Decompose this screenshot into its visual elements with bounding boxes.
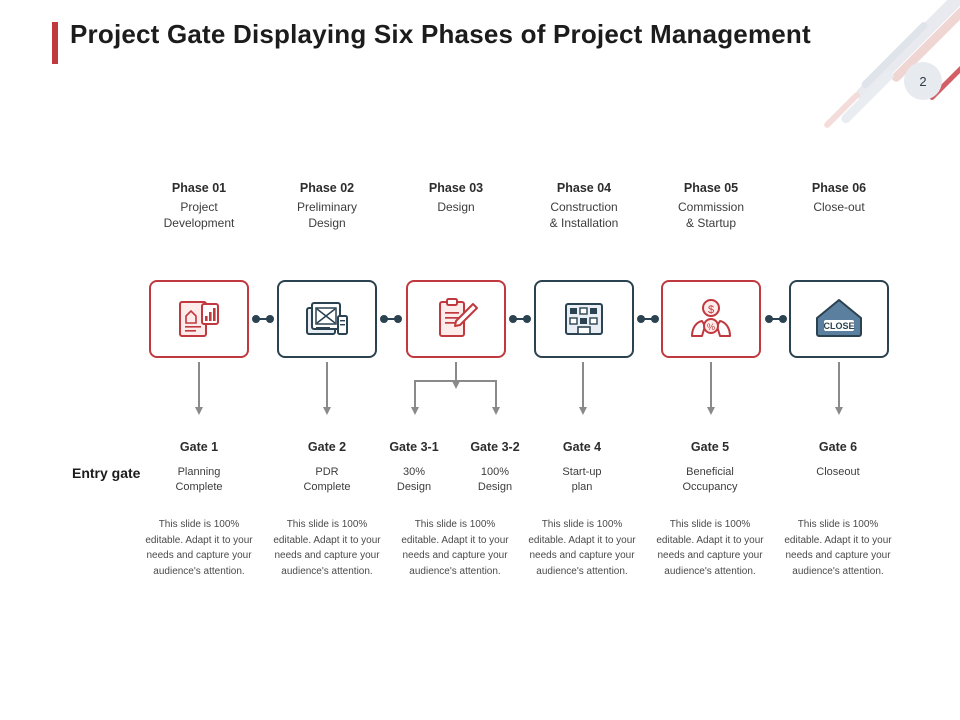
gate-title-2: Gate 2 [307, 440, 347, 454]
gate-body-1: This slide is 100% editable. Adapt it to… [145, 519, 253, 577]
gate-title-4: Gate 4 [562, 440, 602, 454]
title-accent-bar [52, 22, 58, 64]
phase-icon-box-5[interactable]: $ % [661, 280, 761, 358]
phase-icon-box-6[interactable]: CLOSE [789, 280, 889, 358]
gate-subtitle-2: PDR Complete [303, 466, 351, 493]
arrow-phase6-gate6 [835, 362, 843, 415]
arrow-phase3-branch [414, 380, 497, 382]
project-gate-diagram: Phase 01 Project Development Phase 02 Pr… [0, 180, 960, 610]
gate-body-3: This slide is 100% editable. Adapt it to… [401, 519, 509, 577]
arrow-phase2-gate2 [323, 362, 331, 415]
phase-icon-box-2[interactable] [277, 280, 377, 358]
arrow-phase3-gate32 [492, 380, 500, 415]
gate-subtitle-4: Start-up plan [562, 466, 602, 493]
phase-icon-box-3[interactable] [406, 280, 506, 358]
phase-subtitle: Commission & Startup [677, 199, 744, 231]
phase-title: Phase 05 [683, 181, 739, 195]
document-chart-house-icon [176, 296, 222, 342]
deco-ribbon [839, 69, 896, 125]
connector-3-4 [509, 315, 531, 323]
phase-title: Phase 02 [299, 181, 355, 195]
arrow-phase3-stem [452, 362, 460, 389]
gate-subtitle-3-1: 30% Design [396, 466, 432, 493]
page-title: Project Gate Displaying Six Phases of Pr… [70, 19, 811, 49]
connector-4-5 [637, 315, 659, 323]
gate-subtitle-3-2: 100% Design [477, 466, 513, 493]
arrow-phase5-gate5 [707, 362, 715, 415]
phase-column-3: Phase 03 Design [391, 180, 521, 358]
gate-body-5: This slide is 100% editable. Adapt it to… [656, 519, 764, 577]
connector-1-2 [252, 315, 274, 323]
gate-title-1: Gate 1 [179, 440, 219, 454]
arrow-phase1-gate1 [195, 362, 203, 415]
clipboard-pencil-icon [433, 296, 479, 342]
building-construction-icon [561, 296, 607, 342]
gate-body-6: This slide is 100% editable. Adapt it to… [784, 519, 892, 577]
gate-body-2: This slide is 100% editable. Adapt it to… [273, 519, 381, 577]
phase-column-2: Phase 02 Preliminary Design [262, 180, 392, 358]
entry-gate-label: Entry gate [72, 465, 141, 481]
phase-subtitle: Close-out [813, 199, 865, 214]
slide-header: Project Gate Displaying Six Phases of Pr… [52, 18, 892, 64]
arrow-phase3-gate31 [411, 380, 419, 415]
deco-ribbon [822, 90, 862, 130]
gate-body-4: This slide is 100% editable. Adapt it to… [528, 519, 636, 577]
phase-subtitle: Construction & Installation [549, 199, 619, 231]
phase-title: Phase 04 [556, 181, 612, 195]
gate-subtitle-6: Closeout [816, 466, 860, 478]
page-number-badge: 2 [904, 62, 942, 100]
gate-title-6: Gate 6 [818, 440, 858, 454]
arrow-phase4-gate4 [579, 362, 587, 415]
svg-text:CLOSE: CLOSE [823, 321, 854, 331]
connector-5-6 [765, 315, 787, 323]
gate-subtitle-5: Beneficial Occupancy [682, 466, 738, 493]
svg-text:%: % [707, 322, 715, 332]
phase-icon-box-4[interactable] [534, 280, 634, 358]
blueprint-documents-icon [304, 296, 350, 342]
phase-title: Phase 01 [171, 181, 227, 195]
phase-title: Phase 06 [811, 181, 867, 195]
phase-column-5: Phase 05 Commission & Startup $ % [646, 180, 776, 358]
phase-subtitle: Design [437, 199, 475, 214]
connector-2-3 [380, 315, 402, 323]
gate-subtitle-1: Planning Complete [175, 466, 223, 493]
phase-icon-box-1[interactable] [149, 280, 249, 358]
gate-title-3-2: Gate 3-2 [470, 440, 520, 454]
svg-text:$: $ [708, 304, 714, 316]
phase-title: Phase 03 [428, 181, 484, 195]
phase-column-4: Phase 04 Construction & Installation [519, 180, 649, 358]
phase-column-1: Phase 01 Project Development [134, 180, 264, 358]
money-hands-icon: $ % [688, 296, 734, 342]
phase-subtitle: Project Development [163, 199, 235, 231]
gate-title-5: Gate 5 [690, 440, 730, 454]
phase-subtitle: Preliminary Design [296, 199, 357, 231]
gate-title-3-1: Gate 3-1 [389, 440, 439, 454]
close-sign-icon: CLOSE [813, 296, 865, 342]
phase-column-6: Phase 06 Close-out CLOSE [774, 180, 904, 358]
